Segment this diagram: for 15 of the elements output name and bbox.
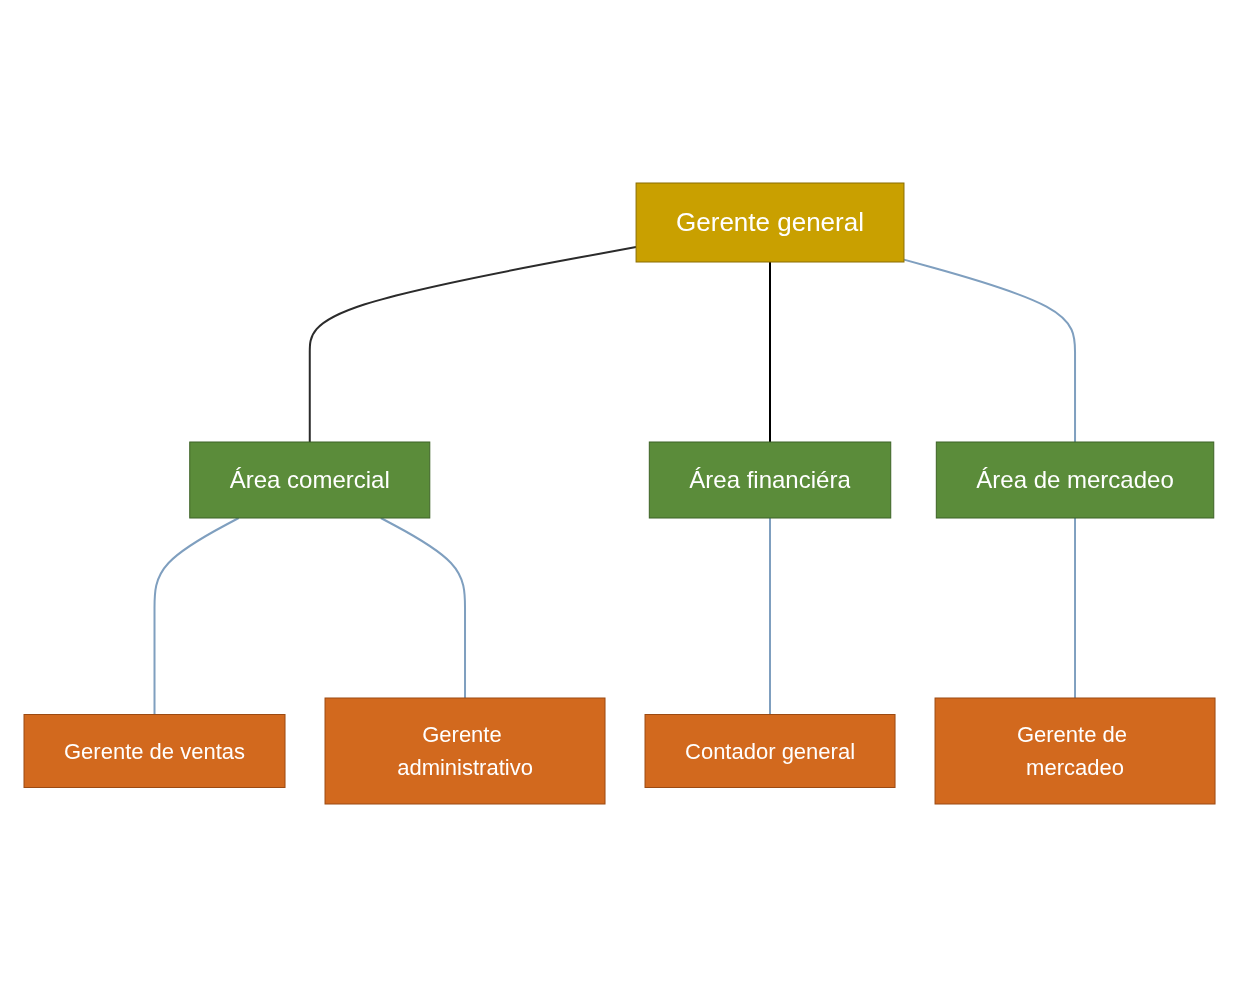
connector <box>379 517 466 699</box>
node-box: Gerente de ventas <box>23 714 286 788</box>
node-box: Gerente general <box>635 182 905 263</box>
connector <box>769 261 771 443</box>
connector <box>902 258 1076 443</box>
connector <box>769 517 771 716</box>
node-box: Contador general <box>644 714 896 788</box>
connector <box>1074 517 1076 699</box>
node-box: Gerente de mercadeo <box>934 697 1216 805</box>
node-box: Área financiéra <box>648 441 892 519</box>
node-box: Gerente administrativo <box>324 697 606 805</box>
node-box: Área de mercadeo <box>935 441 1215 519</box>
connector <box>308 246 638 443</box>
connector <box>153 517 240 716</box>
node-box: Área comercial <box>189 441 431 519</box>
